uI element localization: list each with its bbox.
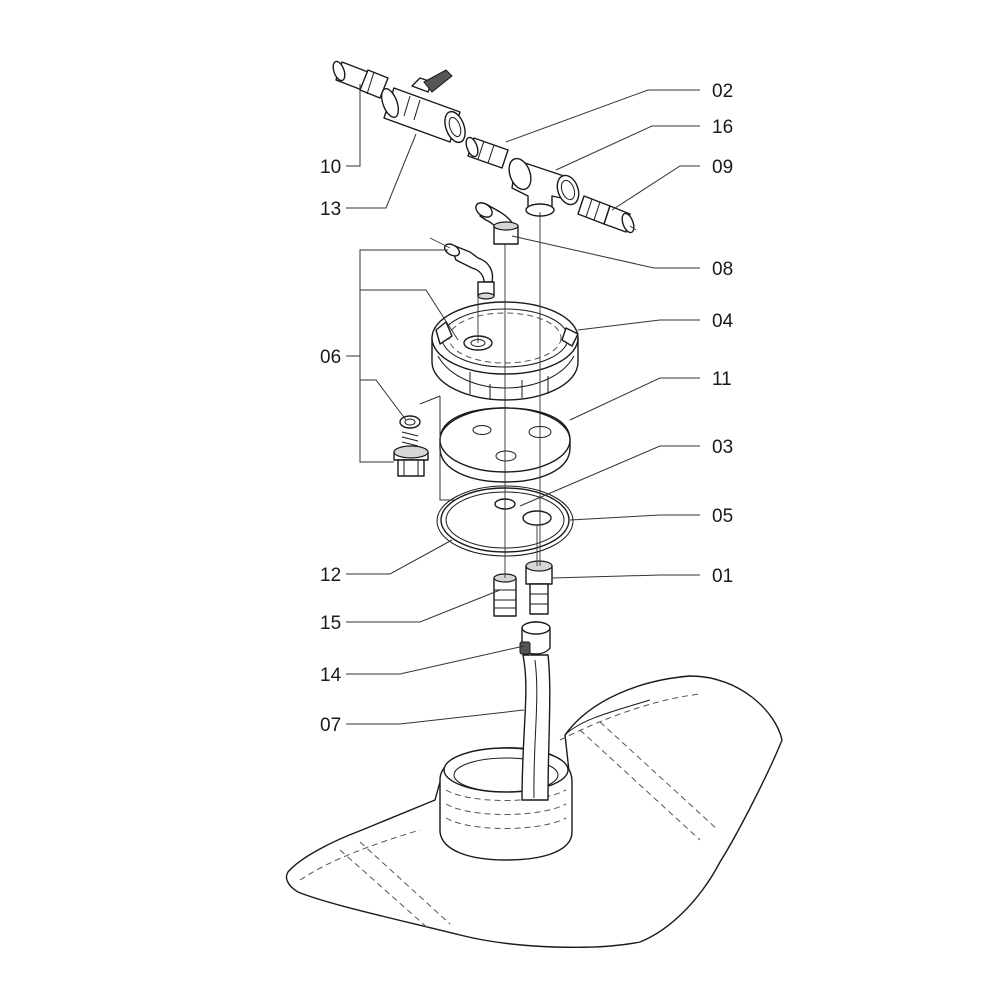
label-09: 09 bbox=[712, 157, 733, 178]
elbow-08 bbox=[475, 202, 519, 245]
label-16: 16 bbox=[712, 117, 733, 138]
label-13: 13 bbox=[320, 199, 341, 220]
fitting-15 bbox=[493, 573, 517, 617]
vent-valve-06 bbox=[393, 415, 429, 477]
label-03: 03 bbox=[712, 437, 733, 458]
ball-valve-13 bbox=[380, 69, 466, 144]
label-10: 10 bbox=[320, 157, 341, 178]
assembly-axes bbox=[429, 212, 637, 578]
fitting-01 bbox=[525, 560, 553, 615]
nipple-02 bbox=[465, 136, 509, 169]
fitting-10 bbox=[332, 60, 389, 99]
label-02: 02 bbox=[712, 81, 733, 102]
label-12: 12 bbox=[320, 565, 341, 586]
hose-clamp bbox=[519, 621, 551, 655]
hose bbox=[521, 654, 551, 801]
part-labels: 02 16 09 08 04 11 03 05 01 10 13 06 12 1… bbox=[320, 81, 734, 736]
label-14: 14 bbox=[320, 665, 342, 686]
label-01: 01 bbox=[712, 566, 733, 587]
tee-16 bbox=[508, 157, 580, 217]
label-15: 15 bbox=[320, 613, 341, 634]
fitting-09 bbox=[577, 195, 635, 234]
label-07: 07 bbox=[320, 715, 341, 736]
label-04: 04 bbox=[712, 311, 734, 332]
label-08: 08 bbox=[712, 259, 733, 280]
vent-elbow-06 bbox=[443, 243, 495, 300]
label-11: 11 bbox=[712, 369, 732, 390]
label-05: 05 bbox=[712, 506, 733, 527]
leader-lines bbox=[346, 84, 700, 725]
label-06: 06 bbox=[320, 347, 341, 368]
